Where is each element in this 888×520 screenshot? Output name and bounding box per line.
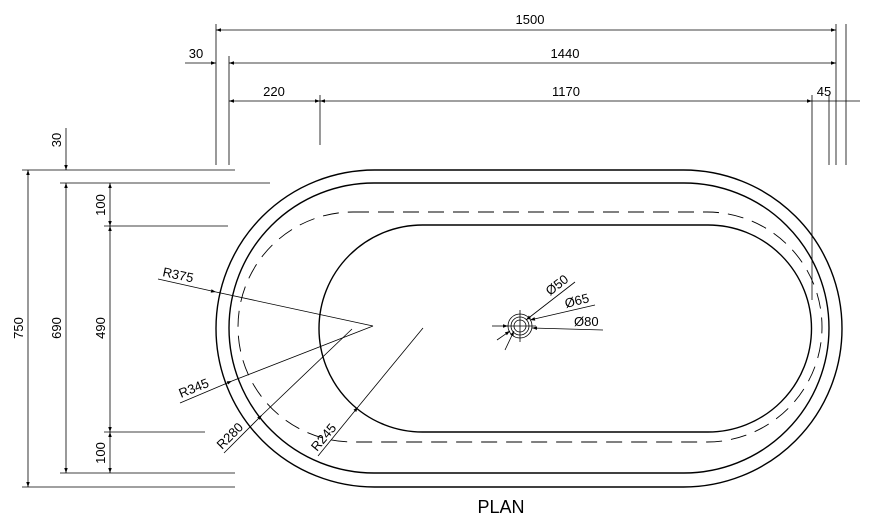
leader-d65 [529,304,596,321]
diameter-d50: Ø50 [543,271,572,298]
top-extension-lines [215,24,847,300]
diameter-d80: Ø80 [574,314,599,329]
dim-1170: 1170 [552,84,580,99]
leader-r345-tail [231,325,374,382]
leader-d80 [531,326,604,331]
left-extension-lines [22,169,270,488]
dim-100-bottom: 100 [93,442,108,464]
dim-30-left: 30 [49,133,64,147]
dim-1440: 1440 [551,46,580,61]
dim-30-top: 30 [189,46,203,61]
drain [504,310,536,342]
leader-r245 [317,406,359,457]
dim-220: 220 [263,84,285,99]
dim-690: 690 [49,317,64,339]
leader-d50 [525,281,576,321]
basin-outline [318,224,813,433]
leader-d50-tail [504,330,515,351]
leader-r280-tail [261,328,353,416]
view-label: PLAN [477,497,524,517]
leader-r345 [179,380,233,404]
outer-rim-outline [215,169,843,488]
leader-r245-tail [357,327,424,408]
diameter-d65: Ø65 [563,290,590,311]
dim-1500: 1500 [516,12,545,27]
dim-45: 45 [817,84,831,99]
radius-r375: R375 [161,264,195,285]
dim-100-top: 100 [93,194,108,216]
leader-r375 [157,278,217,293]
dim-750: 750 [11,317,26,339]
inner-rim-outline [228,182,830,474]
dim-490: 490 [93,317,108,339]
leader-r280 [223,414,263,454]
leader-d65-tail [496,330,511,341]
overflow-dashed-outline [237,211,823,443]
leader-r375-tail [215,291,374,327]
